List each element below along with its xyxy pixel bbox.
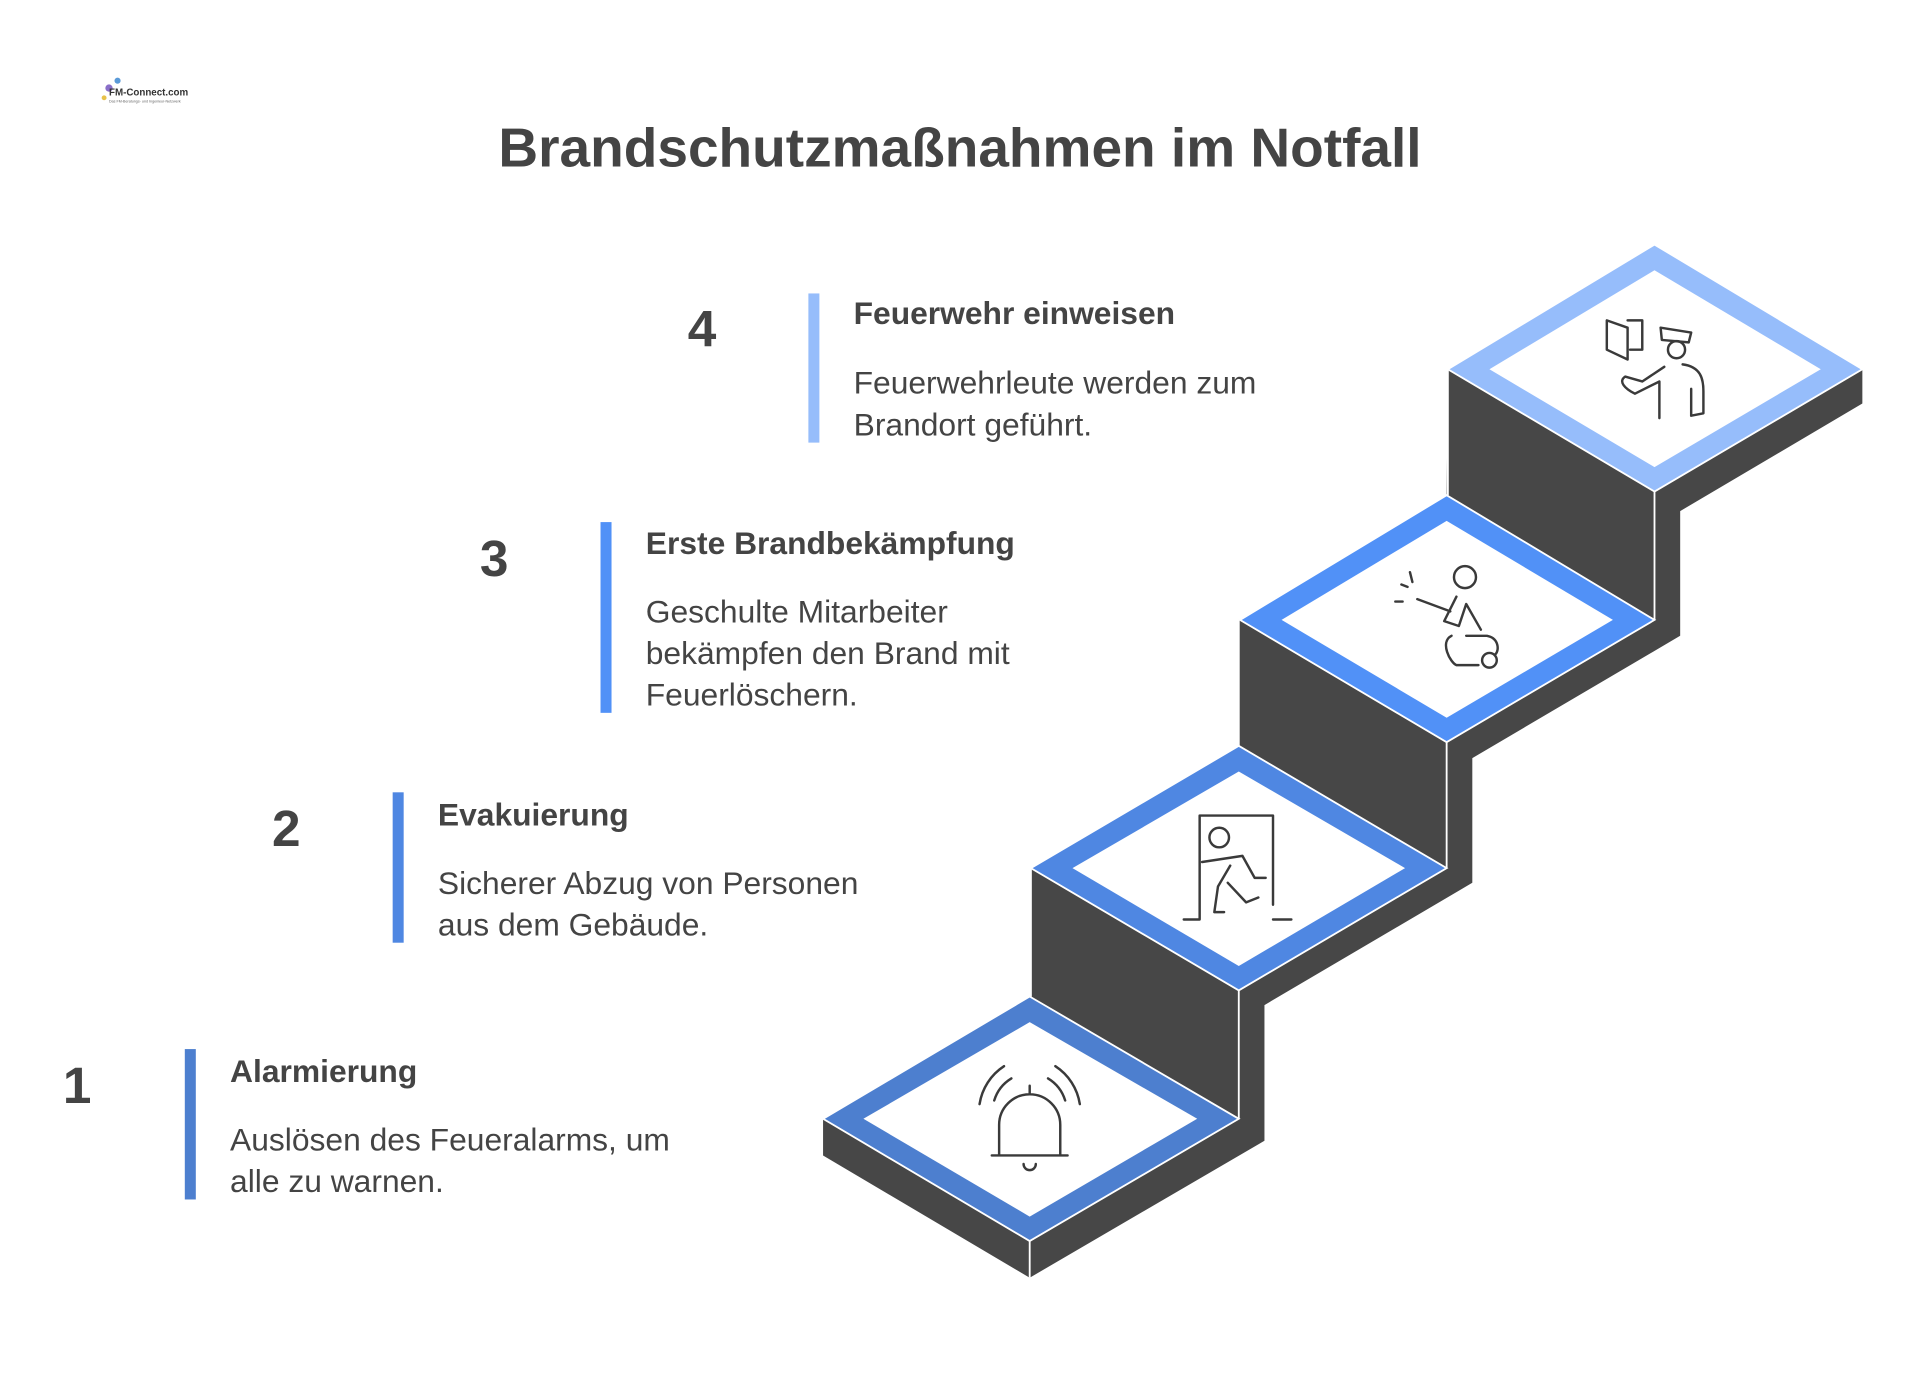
step-3-title: Erste Brandbekämpfung xyxy=(646,525,1015,561)
logo: FM-Connect.com Das FM-Beratungs- und Ing… xyxy=(101,77,189,104)
step-4-desc-line: Feuerwehrleute werden zum xyxy=(854,365,1257,401)
step-2-desc-line: Sicherer Abzug von Personen xyxy=(438,865,858,901)
step-1-desc-line: alle zu warnen. xyxy=(230,1163,444,1199)
step-2-title: Evakuierung xyxy=(438,796,629,832)
step-3-desc-line: Geschulte Mitarbeiter xyxy=(646,593,948,629)
step-3-bar xyxy=(600,522,612,713)
step-2-bar xyxy=(392,792,404,943)
step-2-platform xyxy=(1029,744,1449,992)
step-3-desc-line: Feuerlöschern. xyxy=(646,677,858,713)
step-1-title: Alarmierung xyxy=(230,1053,417,1089)
step-4-number: 4 xyxy=(688,300,717,357)
firefighter-guide-icon xyxy=(1605,319,1705,420)
step-3-platform xyxy=(1238,494,1657,744)
step-4-title: Feuerwehr einweisen xyxy=(854,295,1175,331)
emergency-exit-icon xyxy=(1182,814,1293,921)
step-4-desc-line: Brandort geführt. xyxy=(854,406,1093,442)
step-3-desc-line: bekämpfen den Brand mit xyxy=(646,635,1010,671)
step-1-number: 1 xyxy=(63,1057,92,1114)
step-4-platform xyxy=(1446,243,1865,493)
fire-extinguisher-person-icon xyxy=(1394,564,1499,669)
step-2-number: 2 xyxy=(272,800,301,857)
logo-text: FM-Connect.com xyxy=(109,87,189,98)
step-2-desc-line: aus dem Gebäude. xyxy=(438,906,708,942)
page-title: Brandschutzmaßnahmen im Notfall xyxy=(498,116,1421,178)
step-1-desc-line: Auslösen des Feueralarms, um xyxy=(230,1122,670,1158)
staircase-edges xyxy=(1028,369,1656,1278)
alarm-bell-icon xyxy=(978,1064,1082,1172)
staircase-body xyxy=(823,244,1863,1278)
step-4-bar xyxy=(808,293,820,443)
step-3-number: 3 xyxy=(480,530,509,587)
step-1-bar xyxy=(184,1049,196,1200)
logo-tagline: Das FM-Beratungs- und Ingenieur-Netzwerk xyxy=(109,100,181,104)
step-1-platform xyxy=(821,995,1241,1243)
